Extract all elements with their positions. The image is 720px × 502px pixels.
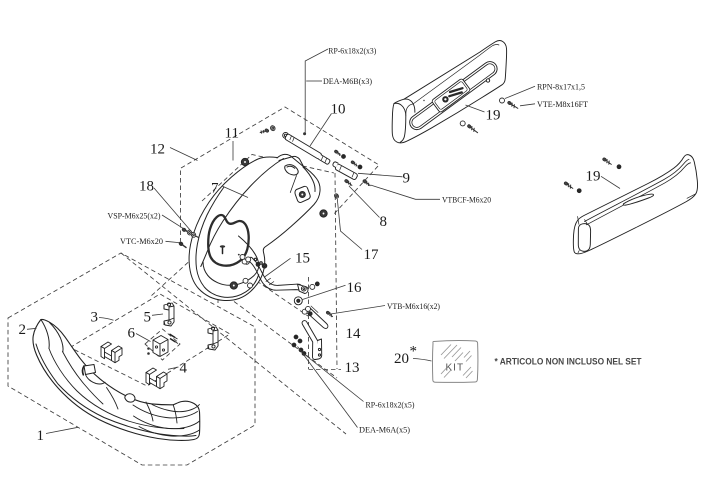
svg-text:12: 12 (150, 142, 165, 158)
svg-text:7: 7 (211, 181, 219, 197)
svg-text:3: 3 (91, 310, 99, 326)
svg-text:16: 16 (347, 280, 363, 296)
svg-text:VTE-M8x16FT: VTE-M8x16FT (537, 100, 588, 109)
svg-text:18: 18 (139, 179, 154, 195)
svg-text:8: 8 (380, 214, 388, 230)
svg-text:VSP-M6x25(x2): VSP-M6x25(x2) (108, 212, 161, 221)
svg-text:11: 11 (225, 126, 239, 142)
svg-text:*: * (410, 344, 418, 360)
svg-text:RP-6x18x2(x3): RP-6x18x2(x3) (328, 47, 376, 56)
svg-text:VTB-M6x16(x2): VTB-M6x16(x2) (387, 302, 440, 311)
svg-text:17: 17 (364, 247, 380, 263)
svg-text:2: 2 (19, 322, 27, 338)
svg-text:VTC-M6x20: VTC-M6x20 (120, 237, 163, 246)
svg-text:DEA-M6A(x5): DEA-M6A(x5) (359, 426, 410, 435)
svg-text:10: 10 (331, 102, 346, 118)
svg-text:13: 13 (345, 360, 360, 376)
svg-text:* ARTICOLO NON INCLUSO NEL SET: * ARTICOLO NON INCLUSO NEL SET (495, 357, 642, 368)
svg-text:14: 14 (346, 326, 362, 342)
svg-text:19: 19 (586, 169, 601, 185)
svg-text:KIT: KIT (446, 363, 465, 374)
svg-text:VTBCF-M6x20: VTBCF-M6x20 (442, 196, 491, 205)
svg-text:RP-6x18x2(x5): RP-6x18x2(x5) (366, 401, 415, 410)
svg-text:5: 5 (144, 310, 152, 326)
svg-text:9: 9 (403, 171, 411, 187)
svg-text:RPN-8x17x1,5: RPN-8x17x1,5 (537, 83, 585, 92)
svg-text:DEA-M6B(x3): DEA-M6B(x3) (323, 77, 372, 86)
svg-text:6: 6 (128, 326, 136, 342)
svg-text:20: 20 (394, 351, 409, 367)
svg-text:1: 1 (37, 428, 45, 444)
svg-text:15: 15 (295, 251, 310, 267)
svg-text:4: 4 (180, 361, 188, 377)
svg-text:19: 19 (486, 108, 501, 124)
